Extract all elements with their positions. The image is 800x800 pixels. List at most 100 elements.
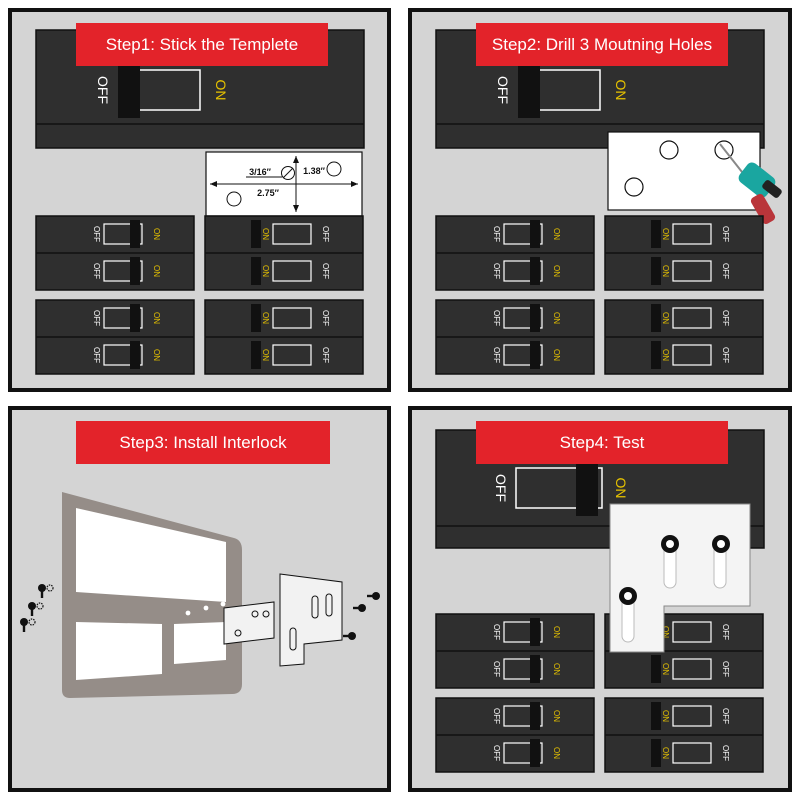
breaker-switch: OFF ON: [92, 257, 161, 285]
width-label: 2.75″: [257, 188, 280, 198]
breaker-on-label: ON: [261, 265, 270, 277]
breaker-switch: ON OFF: [251, 257, 330, 285]
step4-title: Step4: Test: [476, 421, 728, 464]
breaker-on-label: ON: [552, 312, 561, 324]
main-breaker-on-label: ON: [613, 80, 629, 101]
breaker-off-label: OFF: [492, 263, 501, 279]
interlock-small-plate: [223, 601, 275, 645]
main-breaker-handle: [518, 62, 540, 118]
interlock-slide-plate: [279, 573, 343, 667]
breaker-on-label: ON: [552, 747, 561, 759]
breaker-switch: OFF ON: [492, 618, 561, 646]
step3-illustration: [20, 492, 380, 698]
breaker-off-label: OFF: [721, 661, 730, 677]
breaker-switch: OFF ON: [92, 220, 161, 248]
breaker-on-label: ON: [661, 265, 670, 277]
breaker-on-label: ON: [552, 349, 561, 361]
power-drill-icon: [719, 143, 782, 225]
screws-right: [343, 592, 380, 640]
breaker-off-label: OFF: [492, 708, 501, 724]
breaker-switch: OFF ON: [492, 739, 561, 767]
breaker-off-label: OFF: [321, 310, 330, 326]
breaker-on-label: ON: [152, 228, 161, 240]
main-breaker-handle: [118, 62, 140, 118]
breaker-on-label: ON: [261, 349, 270, 361]
breaker-on-label: ON: [661, 312, 670, 324]
breaker-on-label: ON: [552, 265, 561, 277]
main-breaker-on-label: ON: [213, 80, 229, 101]
breaker-off-label: OFF: [721, 226, 730, 242]
breaker-off-label: OFF: [492, 226, 501, 242]
breaker-on-label: ON: [552, 626, 561, 638]
breaker-off-label: OFF: [721, 347, 730, 363]
breaker-switch: OFF ON: [492, 655, 561, 683]
step1-title: Step1: Stick the Templete: [76, 23, 328, 66]
main-breaker-frame: [515, 467, 603, 509]
main-breaker-handle: [576, 460, 598, 516]
breaker-off-label: OFF: [721, 263, 730, 279]
breaker-off-label: OFF: [721, 624, 730, 640]
breaker-switch: ON OFF: [651, 220, 730, 248]
breaker-switch: OFF ON: [92, 304, 161, 332]
breaker-on-label: ON: [152, 312, 161, 324]
breaker-off-label: OFF: [721, 745, 730, 761]
main-breaker-on-label: ON: [613, 478, 629, 499]
breaker-off-label: OFF: [492, 347, 501, 363]
breaker-switch: OFF ON: [92, 341, 161, 369]
drilled-template: [607, 131, 761, 211]
step3-title: Step3: Install Interlock: [76, 421, 330, 464]
breaker-off-label: OFF: [492, 745, 501, 761]
breaker-off-label: OFF: [721, 708, 730, 724]
breaker-on-label: ON: [661, 228, 670, 240]
breaker-off-label: OFF: [92, 226, 101, 242]
breaker-switch: OFF ON: [492, 341, 561, 369]
breaker-off-label: OFF: [321, 226, 330, 242]
breaker-off-label: OFF: [321, 263, 330, 279]
breaker-on-label: ON: [661, 626, 670, 638]
breaker-off-label: OFF: [492, 624, 501, 640]
breaker-off-label: OFF: [721, 310, 730, 326]
main-breaker-off-label: OFF: [95, 76, 111, 104]
breaker-switch: ON OFF: [251, 341, 330, 369]
installed-interlock-plate: [609, 503, 751, 653]
breaker-on-label: ON: [661, 710, 670, 722]
main-breaker-off-label: OFF: [493, 474, 509, 502]
breaker-on-label: ON: [152, 349, 161, 361]
breaker-switch: OFF ON: [492, 304, 561, 332]
breaker-switch: OFF ON: [492, 257, 561, 285]
breaker-off-label: OFF: [492, 661, 501, 677]
breaker-off-label: OFF: [92, 310, 101, 326]
breaker-switch: ON OFF: [651, 304, 730, 332]
breaker-on-label: ON: [552, 663, 561, 675]
breaker-on-label: ON: [261, 228, 270, 240]
breaker-off-label: OFF: [492, 310, 501, 326]
height-label: 1.38″: [303, 166, 326, 176]
screws-left: [20, 584, 54, 632]
hole-size-label: 3/16″: [249, 167, 272, 177]
panel-cover: [62, 492, 242, 698]
breaker-off-label: OFF: [321, 347, 330, 363]
breaker-on-label: ON: [552, 228, 561, 240]
step3-panel: Step3: Install Interlock: [8, 406, 391, 792]
breaker-off-label: OFF: [92, 347, 101, 363]
breaker-switch: OFF ON: [492, 220, 561, 248]
breaker-on-label: ON: [552, 710, 561, 722]
breaker-switch: OFF ON: [492, 702, 561, 730]
breaker-switch: ON OFF: [651, 739, 730, 767]
main-breaker-off-label: OFF: [495, 76, 511, 104]
breaker-switch: ON OFF: [651, 702, 730, 730]
drill-template: 3/16″ 1.38″ 2.75″: [205, 151, 363, 217]
breaker-on-label: ON: [152, 265, 161, 277]
breaker-switch: ON OFF: [651, 257, 730, 285]
breaker-on-label: ON: [661, 747, 670, 759]
breaker-switch: ON OFF: [251, 220, 330, 248]
breaker-off-label: OFF: [92, 263, 101, 279]
